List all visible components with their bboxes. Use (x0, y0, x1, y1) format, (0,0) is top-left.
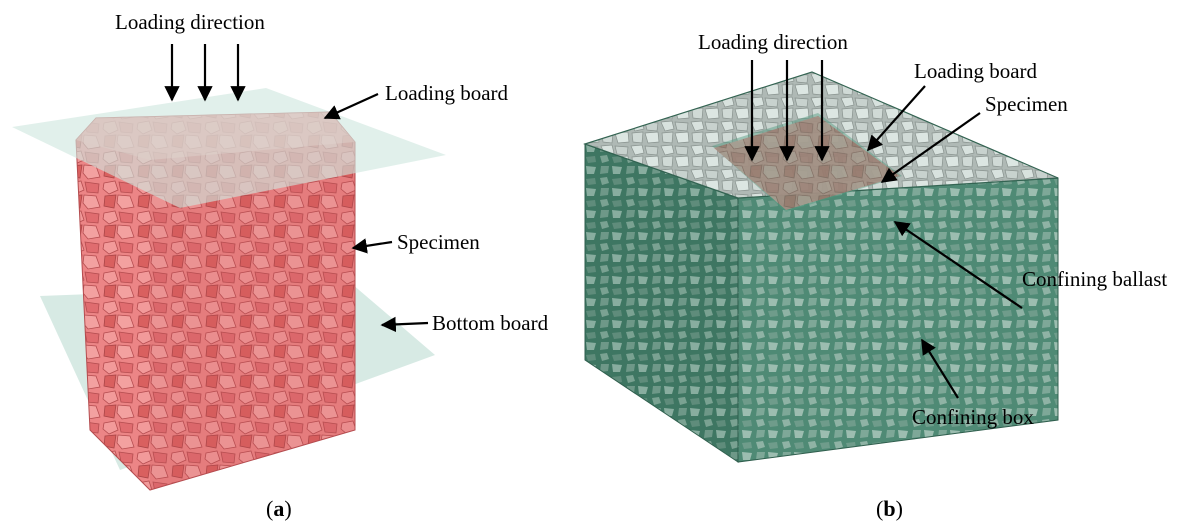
label-loading-direction-b: Loading direction (698, 30, 848, 54)
label-confining-box: Confining box (912, 405, 1034, 429)
label-specimen-a: Specimen (397, 230, 480, 254)
label-loading-board-a: Loading board (385, 81, 509, 105)
panel-b: Loading direction Loading board Specimen… (583, 30, 1167, 521)
loading-board-b (712, 113, 902, 212)
specimen-top (714, 116, 900, 210)
loading-board (12, 88, 446, 208)
pointer-confining-ballast (893, 221, 1023, 309)
pointer-confining-box (921, 338, 959, 399)
label-loading-direction-a: Loading direction (115, 10, 265, 34)
loading-direction-arrows-b (744, 60, 830, 162)
caption-a: (a) (266, 496, 292, 521)
pointer-loading-board-a (323, 92, 379, 120)
pointer-specimen-b (880, 112, 981, 183)
pointer-bottom-board-a (380, 316, 429, 333)
pointer-specimen-a (351, 238, 393, 254)
label-confining-ballast: Confining ballast (1022, 267, 1167, 291)
label-bottom-board-a: Bottom board (432, 311, 549, 335)
loading-direction-arrows (164, 44, 246, 102)
panel-a: Loading direction Loading board Specimen… (12, 10, 549, 521)
pointer-loading-board-b (866, 85, 926, 152)
label-specimen-b: Specimen (985, 92, 1068, 116)
caption-b: (b) (876, 496, 903, 521)
label-loading-board-b: Loading board (914, 59, 1038, 83)
